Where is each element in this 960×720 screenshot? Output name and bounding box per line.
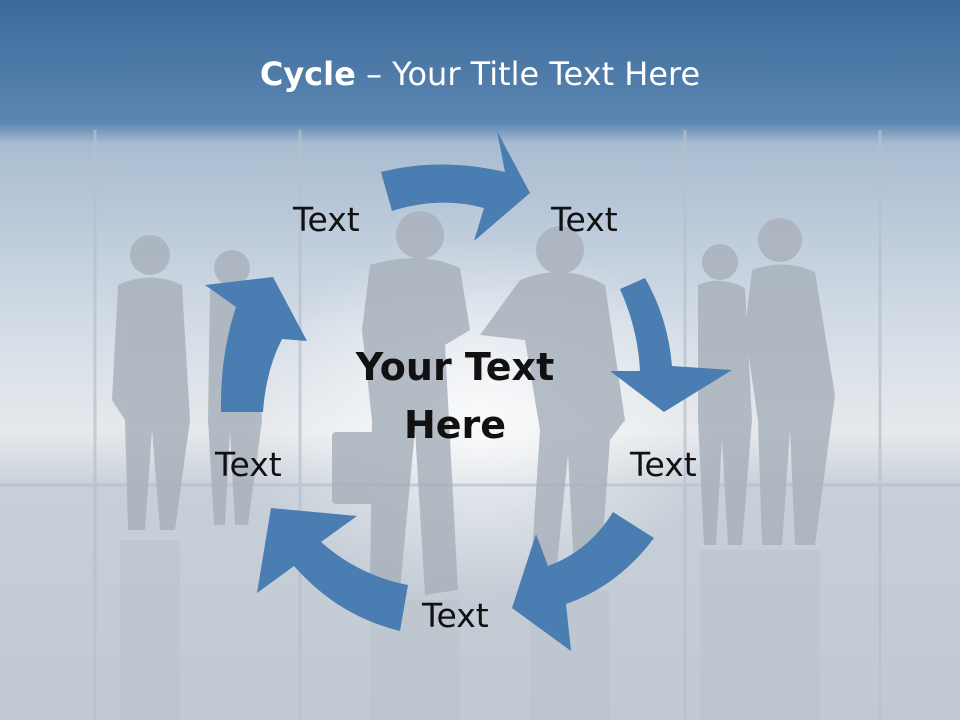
title-rest: – Your Title Text Here (355, 55, 701, 93)
cycle-label-right: Text (630, 445, 697, 484)
cycle-label-top-right: Text (551, 200, 618, 239)
center-text: Your Text Here (330, 338, 580, 454)
title-bold: Cycle (259, 55, 356, 93)
cycle-label-bottom: Text (422, 596, 489, 635)
curved-arrow-icon (205, 277, 307, 412)
center-line-2: Here (403, 403, 507, 447)
cycle-arrows (205, 131, 732, 651)
curved-arrow-icon (610, 278, 732, 412)
center-line-1: Your Text (355, 345, 555, 389)
curved-arrow-icon (381, 131, 530, 241)
curved-arrow-icon (512, 512, 654, 651)
slide-title: Cycle – Your Title Text Here (0, 55, 960, 93)
curved-arrow-icon (257, 508, 408, 631)
cycle-label-left: Text (215, 445, 282, 484)
cycle-label-top-left: Text (293, 200, 360, 239)
